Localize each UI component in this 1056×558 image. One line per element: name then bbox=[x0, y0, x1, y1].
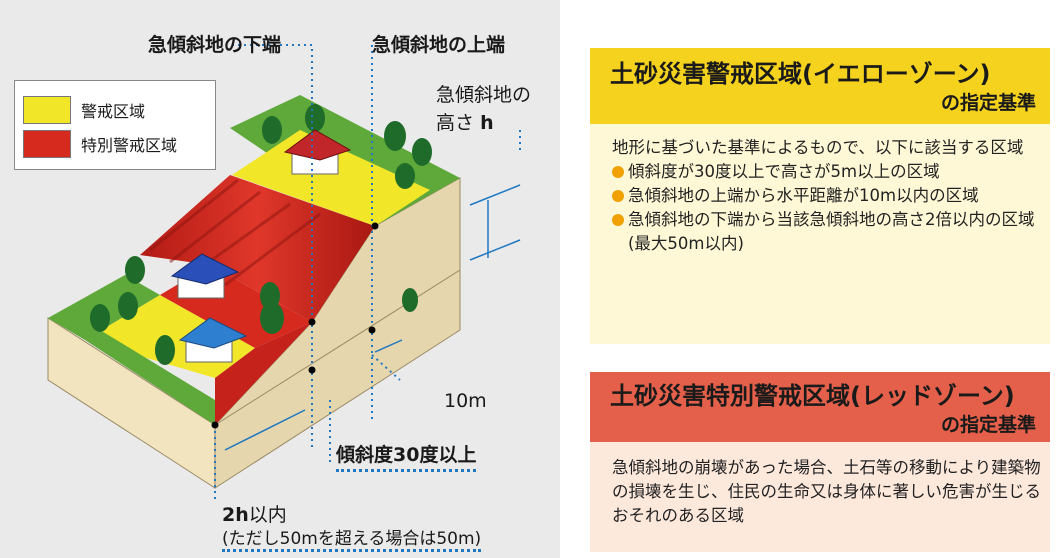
bullet-dot bbox=[612, 190, 624, 202]
slope-ridges bbox=[149, 178, 321, 287]
label-height-symbol: h bbox=[480, 112, 494, 134]
label-slope-angle: 傾斜度30度以上 bbox=[336, 440, 477, 472]
label-height-prefix: 高さ bbox=[436, 112, 475, 134]
criterion-item: 急傾斜地の下端から当該急傾斜地の高さ2倍以内の区域(最大50m以内) bbox=[612, 208, 1042, 256]
red-zone-subtitle: の指定基準 bbox=[940, 414, 1036, 436]
criterion-item: 傾斜度が30度以上で高さが5m以上の区域 bbox=[612, 160, 1042, 184]
label-range-note: (ただし50mを超える場合は50m) bbox=[222, 524, 482, 552]
terrain-diagram: 警戒区域 特別警戒区域 急傾斜地の下端 急傾斜地の上端 急傾斜地の 高さ h 1… bbox=[0, 0, 560, 558]
red-zone-panel: 土砂災害特別警戒区域(レッドゾーン) の指定基準 急傾斜地の崩壊があった場合、土… bbox=[590, 372, 1050, 552]
label-range-symbol: 2h bbox=[222, 504, 249, 526]
label-height-line2: 高さ h bbox=[436, 108, 494, 135]
label-horizontal-distance: 10m bbox=[444, 390, 487, 412]
trees bbox=[90, 104, 432, 365]
label-range: 2h以内 bbox=[222, 500, 287, 527]
legend-item-special-warning: 特別警戒区域 bbox=[23, 129, 177, 159]
dimension-lines bbox=[224, 184, 521, 451]
criterion-item: 急傾斜地の上端から水平距離が10m以内の区域 bbox=[612, 184, 1042, 208]
legend: 警戒区域 特別警戒区域 bbox=[14, 80, 216, 170]
label-range-suffix: 以内 bbox=[248, 504, 287, 526]
red-zone-header: 土砂災害特別警戒区域(レッドゾーン) の指定基準 bbox=[590, 372, 1050, 442]
yellow-zone-subtitle: の指定基準 bbox=[940, 92, 1036, 114]
label-slope-top: 急傾斜地の上端 bbox=[372, 34, 506, 56]
lower-green-front bbox=[85, 330, 215, 425]
legend-swatch-yellow bbox=[23, 96, 71, 124]
bullet-dot bbox=[612, 214, 624, 226]
marker-dots bbox=[211, 222, 379, 429]
house-blue-roof-upper bbox=[170, 253, 240, 299]
yellow-zone-intro: 地形に基づいた基準によるもので、以下に該当する区域 bbox=[612, 138, 1024, 157]
legend-label: 警戒区域 bbox=[81, 102, 146, 121]
criterion-text: 傾斜度が30度以上で高さが5m以上の区域 bbox=[628, 162, 940, 181]
yellow-zone-title: 土砂災害警戒区域(イエローゾーン) bbox=[610, 60, 991, 88]
criterion-text: 急傾斜地の下端から当該急傾斜地の高さ2倍以内の区域(最大50m以内) bbox=[628, 210, 1035, 253]
criterion-text: 急傾斜地の上端から水平距離が10m以内の区域 bbox=[628, 186, 979, 205]
upper-yellow bbox=[232, 130, 430, 226]
house-red-roof bbox=[283, 129, 352, 175]
legend-label: 特別警戒区域 bbox=[81, 136, 178, 155]
red-zone-title: 土砂災害特別警戒区域(レッドゾーン) bbox=[610, 382, 1015, 410]
red-zone-description: 急傾斜地の崩壊があった場合、土石等の移動により建築物の損壊を生じ、住民の生命又は… bbox=[612, 458, 1041, 525]
house-blue-roof-lower bbox=[178, 317, 248, 363]
label-height-line1: 急傾斜地の bbox=[436, 84, 532, 106]
yellow-zone-body: 地形に基づいた基準によるもので、以下に該当する区域 傾斜度が30度以上で高さが5… bbox=[612, 136, 1042, 256]
legend-swatch-red bbox=[23, 130, 71, 158]
yellow-zone-panel: 土砂災害警戒区域(イエローゾーン) の指定基準 地形に基づいた基準によるもので、… bbox=[590, 48, 1050, 344]
label-slope-bottom: 急傾斜地の下端 bbox=[148, 34, 282, 56]
yellow-zone-header: 土砂災害警戒区域(イエローゾーン) の指定基準 bbox=[590, 48, 1050, 124]
legend-item-warning: 警戒区域 bbox=[23, 95, 145, 125]
terrain-illustration bbox=[47, 44, 521, 500]
bullet-dot bbox=[612, 166, 624, 178]
lower-red-front bbox=[215, 322, 312, 425]
